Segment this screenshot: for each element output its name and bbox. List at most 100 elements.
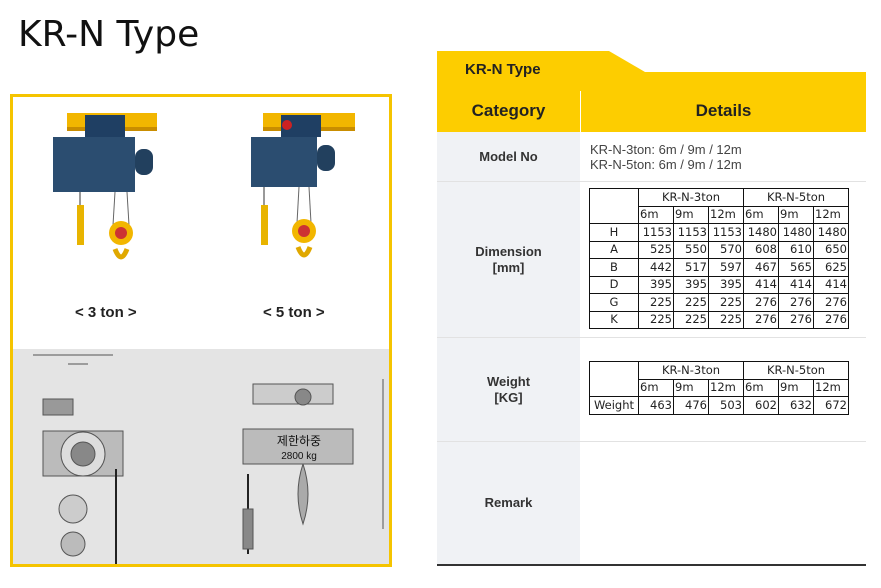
- group-header: KR-N-3ton: [638, 188, 744, 207]
- value-cell: 276: [778, 293, 814, 312]
- length-header: 12m: [708, 378, 744, 397]
- value-cell: 525: [638, 240, 674, 259]
- length-header: 12m: [708, 205, 744, 224]
- row-label: Weight: [589, 396, 639, 415]
- category-label: Model No: [437, 132, 580, 181]
- length-header: 6m: [638, 378, 674, 397]
- category-label: Dimension[mm]: [437, 182, 580, 337]
- caption-3ton: < 3 ton >: [75, 304, 137, 321]
- length-header: 6m: [743, 205, 779, 224]
- value-cell: 650: [813, 240, 849, 259]
- corner-cell: [589, 361, 639, 397]
- value-cell: 597: [708, 258, 744, 277]
- value-cell: 672: [813, 396, 849, 415]
- value-cell: 276: [813, 310, 849, 329]
- value-cell: 467: [743, 258, 779, 277]
- row-label: A: [589, 240, 639, 259]
- value-cell: 625: [813, 258, 849, 277]
- value-cell: 1480: [743, 223, 779, 242]
- value-cell: 1480: [813, 223, 849, 242]
- dimension-unit: [mm]: [492, 259, 525, 275]
- model-line: KR-N-5ton: 6m / 9m / 12m: [590, 157, 742, 172]
- length-header: 6m: [638, 205, 674, 224]
- remark-value: [580, 442, 866, 564]
- value-cell: 395: [638, 275, 674, 294]
- value-cell: 225: [673, 293, 709, 312]
- value-cell: 414: [778, 275, 814, 294]
- length-header: 9m: [673, 205, 709, 224]
- value-cell: 565: [778, 258, 814, 277]
- technical-drawing: 제한하중 2800 kg: [33, 354, 384, 564]
- length-header: 12m: [813, 205, 849, 224]
- value-cell: 276: [813, 293, 849, 312]
- header-category: Category: [437, 90, 580, 132]
- value-cell: 476: [673, 396, 709, 415]
- value-cell: 570: [708, 240, 744, 259]
- hoist-photos: < 3 ton > < 5 ton >: [13, 97, 389, 349]
- value-cell: 225: [638, 293, 674, 312]
- value-cell: 610: [778, 240, 814, 259]
- weight-label: Weight: [486, 373, 531, 389]
- value-cell: 550: [673, 240, 709, 259]
- row-label: B: [589, 258, 639, 277]
- group-header: KR-N-5ton: [743, 188, 849, 207]
- value-cell: 608: [743, 240, 779, 259]
- value-cell: 602: [743, 396, 779, 415]
- length-header: 9m: [778, 378, 814, 397]
- row-label: H: [589, 223, 639, 242]
- category-label: Remark: [437, 442, 580, 564]
- drawing-plate-load: 2800 kg: [281, 451, 317, 462]
- value-cell: 414: [743, 275, 779, 294]
- dimension-label: Dimension: [475, 243, 542, 259]
- value-cell: 225: [708, 310, 744, 329]
- row-label: K: [589, 310, 639, 329]
- value-cell: 1153: [673, 223, 709, 242]
- length-header: 6m: [743, 378, 779, 397]
- row-label: D: [589, 275, 639, 294]
- length-header: 9m: [778, 205, 814, 224]
- group-header: KR-N-5ton: [743, 361, 849, 380]
- value-cell: 276: [743, 293, 779, 312]
- length-header: 12m: [813, 378, 849, 397]
- value-cell: 414: [813, 275, 849, 294]
- value-cell: 632: [778, 396, 814, 415]
- drawing-plate-text: 제한하중: [277, 434, 321, 448]
- row-remark: Remark: [437, 442, 866, 566]
- value-cell: 395: [708, 275, 744, 294]
- row-label: G: [589, 293, 639, 312]
- value-cell: 1153: [708, 223, 744, 242]
- corner-cell: [589, 188, 639, 224]
- value-cell: 276: [743, 310, 779, 329]
- header-details: Details: [581, 90, 866, 132]
- product-image-panel: < 3 ton > < 5 ton > 제한하중 2800 kg: [10, 94, 392, 567]
- length-header: 9m: [673, 378, 709, 397]
- page-title: KR-N Type: [18, 14, 200, 55]
- weight-unit: [KG]: [494, 389, 523, 405]
- value-cell: 225: [638, 310, 674, 329]
- value-cell: 225: [708, 293, 744, 312]
- group-header: KR-N-3ton: [638, 361, 744, 380]
- model-line: KR-N-3ton: 6m / 9m / 12m: [590, 142, 742, 157]
- tab-shape: [437, 51, 866, 91]
- caption-5ton: < 5 ton >: [263, 304, 325, 321]
- row-model-no: Model No KR-N-3ton: 6m / 9m / 12m KR-N-5…: [437, 132, 866, 182]
- value-cell: 1153: [638, 223, 674, 242]
- value-cell: 442: [638, 258, 674, 277]
- value-cell: 503: [708, 396, 744, 415]
- value-cell: 395: [673, 275, 709, 294]
- category-label: Weight[KG]: [437, 338, 580, 441]
- value-cell: 276: [778, 310, 814, 329]
- dimension-drawings: 제한하중 2800 kg: [13, 349, 389, 564]
- value-cell: 1480: [778, 223, 814, 242]
- hoist-3ton-image: [53, 113, 355, 260]
